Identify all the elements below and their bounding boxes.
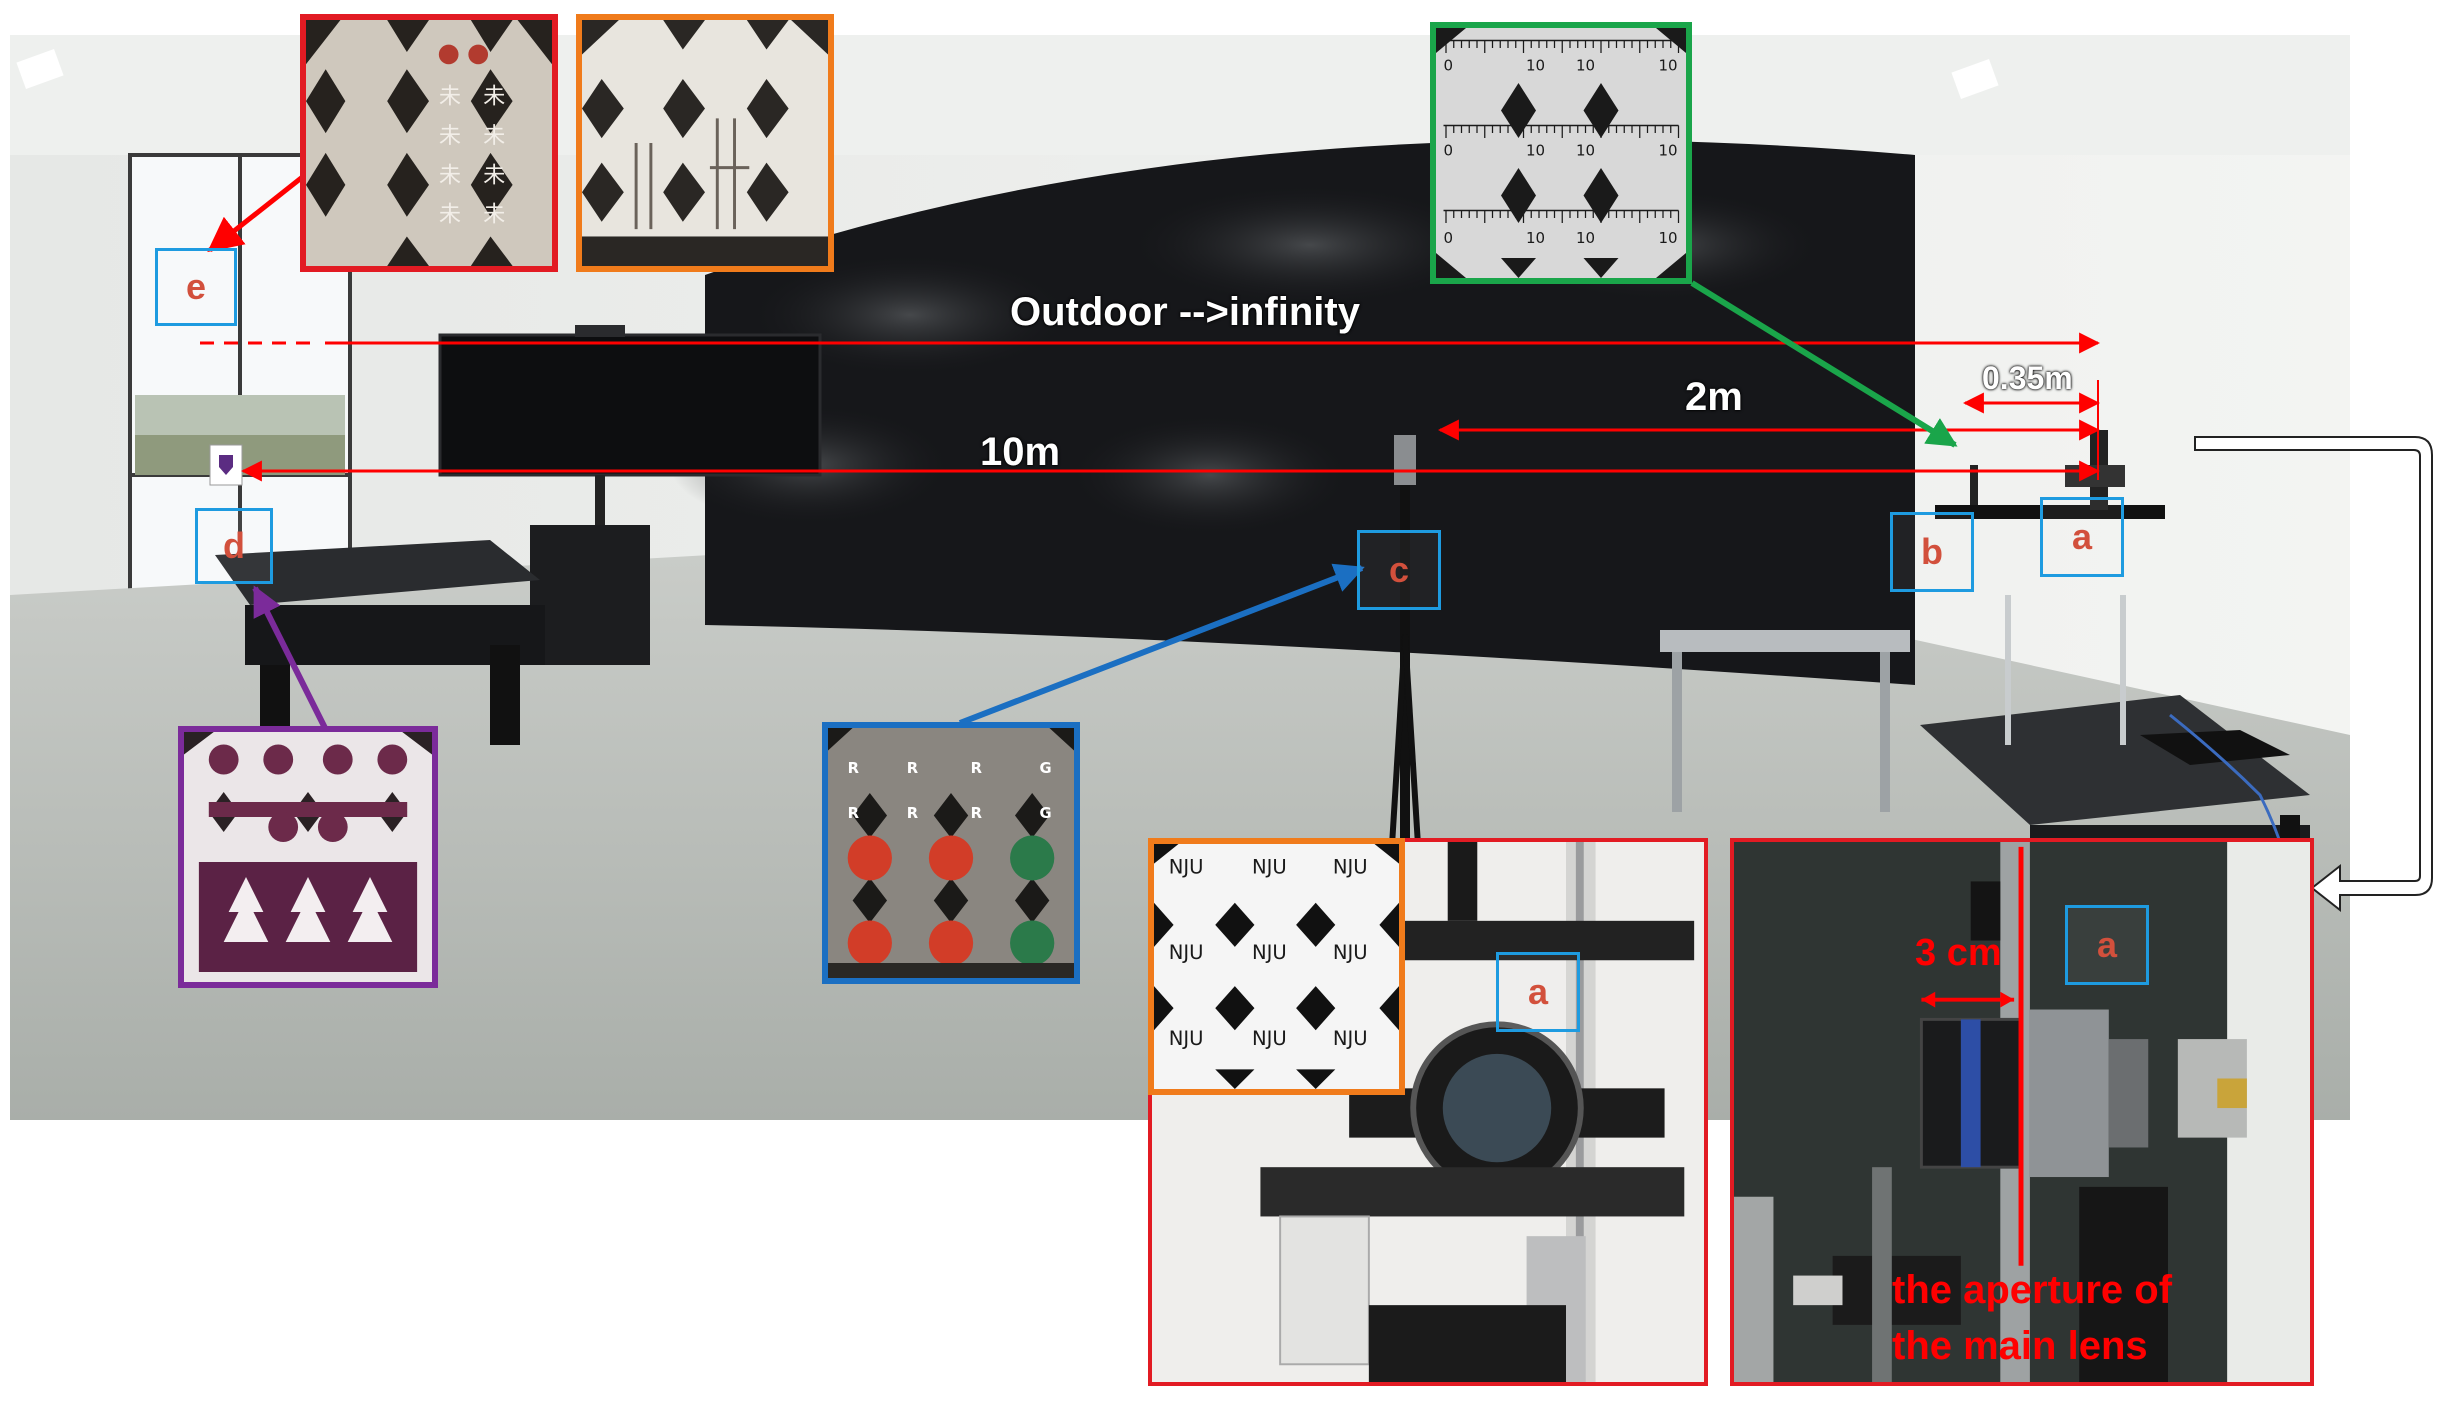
distance-0-35m: 0.35m xyxy=(1982,360,2073,396)
svg-text:10: 10 xyxy=(1526,57,1545,75)
inset-rg-letters: R R R G R R R G xyxy=(822,722,1080,984)
svg-text:10: 10 xyxy=(1526,229,1545,247)
svg-text:R: R xyxy=(971,804,983,822)
label-d: d xyxy=(195,508,273,584)
svg-text:NJU: NJU xyxy=(1333,855,1368,878)
svg-text:10: 10 xyxy=(1659,142,1678,160)
svg-text:NJU: NJU xyxy=(1169,855,1204,878)
aperture-caption-line1: the aperture of xyxy=(1892,1268,2173,1312)
svg-text:R: R xyxy=(848,759,860,777)
svg-text:未: 未 xyxy=(483,202,505,228)
svg-text:未: 未 xyxy=(483,84,505,110)
inset-ruler: 0 10 10 10 0 10 10 10 0 10 10 10 xyxy=(1430,22,1692,284)
distance-outdoor: Outdoor -->infinity xyxy=(1010,290,1360,334)
svg-text:10: 10 xyxy=(1659,57,1678,75)
svg-text:R: R xyxy=(907,759,919,777)
distance-10m: 10m xyxy=(980,430,1061,474)
svg-text:R: R xyxy=(971,759,983,777)
svg-text:NJU: NJU xyxy=(1333,1027,1368,1050)
label-a: a xyxy=(2040,497,2124,577)
svg-text:NJU: NJU xyxy=(1169,941,1204,964)
label-a-detail-right: a xyxy=(2065,905,2149,985)
svg-text:未: 未 xyxy=(439,84,461,110)
svg-text:0: 0 xyxy=(1444,57,1454,75)
svg-text:R: R xyxy=(907,804,919,822)
distance-2m: 2m xyxy=(1685,375,1743,419)
gap-3cm-text: 3 cm xyxy=(1915,932,2002,974)
svg-text:未: 未 xyxy=(439,123,461,149)
label-a-detail-left: a xyxy=(1496,952,1580,1032)
svg-text:未: 未 xyxy=(483,162,505,188)
svg-text:NJU: NJU xyxy=(1333,941,1368,964)
svg-text:0: 0 xyxy=(1444,142,1454,160)
svg-text:10: 10 xyxy=(1526,142,1545,160)
inset-window-scene: 未未 未未 未未 未未 xyxy=(300,14,558,272)
inset-emblems xyxy=(178,726,438,988)
svg-text:10: 10 xyxy=(1576,57,1595,75)
inset-nju-letters: NJU NJU NJU NJU NJU NJU NJU NJU NJU xyxy=(1148,838,1405,1095)
detail-aperture-photo xyxy=(1730,838,2314,1386)
label-e: e xyxy=(155,248,237,326)
svg-text:未: 未 xyxy=(439,162,461,188)
svg-text:未: 未 xyxy=(439,202,461,228)
svg-text:10: 10 xyxy=(1576,142,1595,160)
svg-text:R: R xyxy=(848,804,860,822)
inset-window-frames xyxy=(576,14,834,272)
svg-text:G: G xyxy=(1040,804,1052,822)
svg-text:NJU: NJU xyxy=(1252,855,1287,878)
svg-text:10: 10 xyxy=(1576,229,1595,247)
svg-text:10: 10 xyxy=(1659,229,1678,247)
svg-text:G: G xyxy=(1040,759,1052,777)
svg-text:未: 未 xyxy=(483,123,505,149)
label-b: b xyxy=(1890,512,1974,592)
svg-text:NJU: NJU xyxy=(1169,1027,1204,1050)
svg-text:NJU: NJU xyxy=(1252,941,1287,964)
detail-lens-photo xyxy=(1148,838,1708,1386)
svg-text:0: 0 xyxy=(1444,229,1454,247)
label-c: c xyxy=(1357,530,1441,610)
svg-text:NJU: NJU xyxy=(1252,1027,1287,1050)
aperture-caption-line2: the main lens xyxy=(1892,1324,2148,1368)
